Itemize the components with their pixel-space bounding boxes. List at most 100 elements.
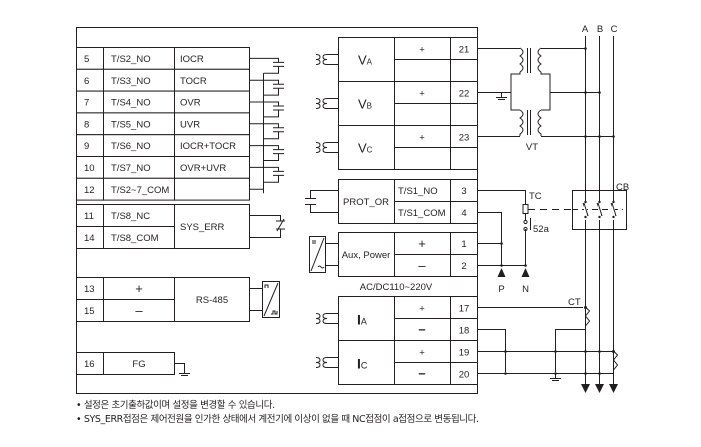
converter-icon	[262, 281, 280, 318]
phase-c-label: C	[611, 24, 618, 35]
ct-c-icon	[612, 350, 619, 373]
terminal-8: 8	[84, 119, 89, 130]
rs485-label: RS-485	[196, 295, 228, 306]
terminal-3: 3	[461, 186, 466, 197]
notes: 설정은 초기출하값이며 설정을 변경할 수 있습니다. SYS_ERR접점은 제…	[76, 399, 479, 427]
fg-table: 16 FG	[76, 352, 190, 376]
input-transformer-icon	[315, 313, 338, 324]
voltage-input-label: VC	[358, 141, 373, 156]
current-input-label: IA	[357, 312, 367, 328]
terminal-4: 4	[461, 208, 466, 219]
function-label: TOCR	[180, 76, 207, 87]
ac-dc-converter-icon	[309, 236, 326, 273]
vt-lower-icon	[519, 109, 542, 136]
signal-label: T/S3_NO	[111, 76, 151, 87]
terminal-19: 19	[459, 348, 470, 359]
signal-t-s8-com: T/S8_COM	[111, 233, 159, 244]
terminal-14: 14	[84, 233, 95, 244]
aux-plus: +	[418, 236, 426, 251]
no-contact-icon	[249, 101, 284, 118]
input-transformer-icon	[315, 142, 338, 153]
polarity-label: +	[419, 348, 425, 359]
terminal-1: 1	[461, 239, 466, 250]
terminal-21: 21	[459, 45, 470, 56]
phase-a-label: A	[582, 24, 589, 35]
signal-label: T/S7_NO	[111, 163, 151, 174]
no-contact-icon	[249, 123, 284, 140]
vt-upper-icon	[510, 47, 551, 111]
signal-label: T/S2_NO	[111, 54, 151, 65]
signal-t-s1-no: T/S1_NO	[398, 186, 438, 197]
aux-power-table: Aux, Power + – 1 2 AC/DC110~220V	[309, 232, 478, 293]
no-contact-icon	[249, 79, 284, 96]
voltage-input-label: VA	[358, 53, 373, 68]
input-transformer-icon	[315, 98, 338, 109]
function-label: IOCR+TOCR	[180, 141, 236, 152]
sys-err-label: SYS_ERR	[180, 222, 224, 233]
terminal-22: 22	[459, 89, 470, 100]
function-label: IOCR	[180, 54, 204, 65]
note-2: SYS_ERR접점은 제어전원을 인가한 상태에서 계전기에 이상이 없을 때 …	[76, 413, 479, 427]
polarity-label: –	[418, 322, 425, 337]
polarity-plus: +	[419, 89, 425, 100]
sys-err-table: 11 14 T/S8_NC T/S8_COM SYS_ERR	[76, 204, 285, 249]
terminal-18: 18	[459, 326, 470, 337]
prot-or-table: PROT_OR T/S1_NO T/S1_COM 3 4	[305, 179, 478, 224]
terminal-16: 16	[84, 359, 95, 370]
supply-arrows-icon	[497, 268, 530, 277]
supply-p-label: P	[498, 284, 504, 295]
rs485-minus: –	[135, 303, 143, 318]
terminal-10: 10	[84, 163, 95, 174]
vt-label: VT	[526, 142, 538, 153]
circuit-breaker-icon	[572, 190, 627, 230]
current-input-label: IC	[357, 356, 368, 372]
signal-label: T/S6_NO	[111, 141, 151, 152]
signal-label: T/S5_NO	[111, 119, 151, 130]
no-contact-icon	[249, 57, 284, 74]
no-contact-icon	[305, 190, 339, 213]
phase-b-label: B	[597, 24, 603, 35]
polarity-plus: +	[419, 45, 425, 56]
aux-minus: –	[418, 258, 426, 273]
output-contacts-table: 5 T/S2_NO IOCR 6 T/S3_NO TOCR 7 T/S4_NO OVR 8 T/S5…	[76, 47, 284, 201]
aux-power-rating: AC/DC110~220V	[360, 282, 433, 293]
external-circuit: A B C VT TC 52a	[477, 24, 629, 393]
terminal-12: 12	[84, 185, 95, 196]
terminal-15: 15	[84, 306, 95, 317]
terminal-2: 2	[461, 261, 466, 272]
terminal-9: 9	[84, 141, 89, 152]
vt-ground-icon	[496, 92, 507, 100]
tc-label: TC	[529, 191, 542, 202]
terminal-20: 20	[459, 370, 470, 381]
fg-label: FG	[132, 359, 145, 370]
aux-power-label: Aux, Power	[342, 250, 391, 261]
signal-t-s1-com: T/S1_COM	[398, 208, 446, 219]
function-label: OVR+UVR	[180, 163, 226, 174]
supply-n-label: N	[522, 284, 529, 295]
no-contact-icon	[249, 166, 284, 183]
signal-label: T/S4_NO	[111, 98, 151, 109]
nc-contact-icon	[249, 215, 285, 238]
load-arrows-icon	[581, 384, 618, 393]
no-contact-icon	[249, 145, 284, 161]
function-label: OVR	[180, 98, 201, 109]
polarity-label: –	[418, 366, 425, 381]
terminal-11: 11	[84, 211, 94, 222]
terminal-7: 7	[84, 98, 89, 109]
terminal-6: 6	[84, 76, 89, 87]
trip-coil-icon	[522, 204, 529, 214]
rs485-table: 13 15 + – RS-485	[76, 277, 280, 322]
voltage-input-label: VB	[358, 97, 372, 112]
signal-t-s8-nc: T/S8_NC	[111, 211, 150, 222]
cb-label: CB	[616, 182, 629, 193]
polarity-plus: +	[419, 133, 425, 144]
terminal-5: 5	[84, 54, 89, 65]
input-transformer-icon	[315, 357, 338, 368]
terminal-23: 23	[459, 133, 470, 144]
terminal-13: 13	[84, 284, 95, 295]
function-label: UVR	[180, 119, 200, 130]
note-1: 설정은 초기출하값이며 설정을 변경할 수 있습니다.	[76, 399, 479, 413]
